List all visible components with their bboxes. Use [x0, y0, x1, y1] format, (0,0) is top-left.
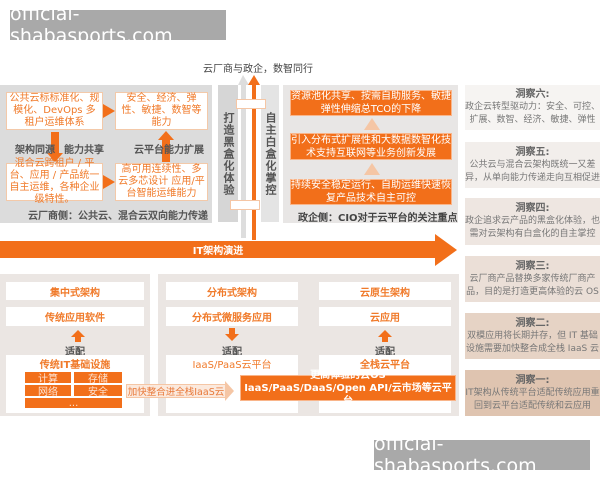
- insight-title: 洞察六:: [515, 89, 550, 100]
- merge-arrow-head: [225, 381, 234, 401]
- distributed-arch: 分布式架构: [166, 282, 298, 300]
- orange-up-arrow: [252, 85, 256, 240]
- full-stack-platform: 全栈云平台: [360, 360, 410, 371]
- gov-caption: 政企侧：CIO对于云平台的关注重点: [298, 213, 458, 224]
- insight-text: 公共云与混合云架构既统一又差异，从单向能力传递走向互相促进: [465, 159, 600, 183]
- arrow-right-icon: [103, 175, 115, 189]
- vendor-box-ha: 高可用连续性、多云多芯设计 应用/平台智能运维能力: [115, 163, 208, 201]
- iaas-paas-platform: IaaS/PaaS云平台: [192, 360, 272, 371]
- it-evolution-arrow: IT架构演进: [0, 241, 436, 258]
- gov-focus-item: 资源池化共享、按需自助服务、敏捷弹性伸缩总TCO的下降: [290, 90, 452, 116]
- network-cell: 网络: [25, 385, 71, 398]
- whitebox-column: 自主白盒化掌控: [261, 85, 279, 222]
- label-platform-expand: 云平台能力扩展: [134, 145, 204, 156]
- insight-text: 政企云转型驱动力：安全、可控、扩展、数智、经济、敏捷、弹性: [465, 102, 600, 125]
- insight-title: 洞察三:: [515, 260, 550, 272]
- hollow-up-arrow-icon: [364, 118, 380, 130]
- compute-cell: 计算: [25, 372, 71, 385]
- right-hollow-arrow: [230, 200, 260, 210]
- left-hollow-arrow: [236, 99, 266, 109]
- blackbox-label: 打造黑盒化体验: [222, 111, 235, 196]
- arrow-up-icon: [71, 330, 85, 337]
- watermark-bottom: official-shabasports.com: [374, 433, 590, 477]
- top-label: 云厂商与政企，数智同行: [203, 64, 313, 75]
- security-cell: 安全: [74, 385, 122, 398]
- insight-card: 洞察二:双模应用将长期并存，但 IT 基础设施需要加快整合成全栈 IaaS 云: [465, 313, 600, 359]
- watermark-top: official-shabasports.com: [10, 3, 226, 47]
- insight-text: 政企追求云产品的黑盒化体验，也需对云架构有白盒化的自主掌控: [465, 216, 600, 239]
- label-arch-same: 架构同源: [15, 145, 55, 156]
- insight-text: 双模应用将长期并存，但 IT 基础设施需要加快整合成全栈 IaaS 云: [465, 330, 600, 354]
- insight-card: 洞察五:公共云与混合云架构既统一又差异，从单向能力传递走向互相促进: [465, 142, 600, 188]
- gray-up-arrow-head: [238, 75, 249, 85]
- insight-title: 洞察二:: [515, 317, 550, 329]
- insight-title: 洞察四:: [515, 203, 550, 214]
- adapt-label: 适配: [375, 347, 395, 358]
- vendor-caption: 云厂商侧：公共云、混合云双向能力传递: [28, 211, 208, 222]
- traditional-app: 传统应用软件: [6, 307, 144, 326]
- cloud-os-title: 更高体验的云OS: [310, 369, 386, 381]
- arrow-up-icon: [75, 336, 81, 342]
- arrow-up-icon-head: [158, 131, 174, 140]
- arrow-up-icon: [382, 336, 388, 342]
- arrow-right-icon: [103, 104, 115, 118]
- gov-focus-item: 引入分布式扩展性和大数据数智化技术支持互联网等业务创新发展: [290, 133, 452, 160]
- adapt-label: 适配: [222, 347, 242, 358]
- it-evolution-label: IT架构演进: [192, 246, 244, 257]
- vendor-box-capabilities: 安全、经济、弹性、敏捷、数智等能力: [115, 92, 208, 130]
- insight-card: 洞察三:云厂商产品替换多家传统厂商产品，目的是打造更高体验的云 OS: [465, 256, 600, 302]
- arrow-down-icon: [229, 328, 235, 334]
- adapt-label: 适配: [65, 347, 85, 358]
- cloud-os-subtitle: IaaS/PaaS/DaaS/Open API/云市场等云平台: [244, 382, 452, 407]
- vendor-box-public-cloud: 公共云标标准化、规模化、DevOps 多租户运维体系: [6, 92, 103, 130]
- gov-focus-item: 持续安全稳定运行、自助运维快速恢复产品技术自主可控: [290, 179, 452, 205]
- vendor-box-hybrid-cloud: 混合云跨租户 / 平台、应用 / 产品统一自主运维，各种企业级特性。: [6, 158, 103, 205]
- blackbox-column: 打造黑盒化体验: [218, 85, 238, 222]
- cloud-app: 云应用: [319, 307, 451, 326]
- traditional-infra: 传统IT基础设施: [39, 360, 111, 371]
- hollow-up-arrow-icon: [364, 163, 380, 175]
- arrow-down-icon: [225, 334, 239, 341]
- cloud-native-arch: 云原生架构: [319, 282, 451, 300]
- more-cell: ...: [25, 398, 122, 409]
- insight-title: 洞察一:: [515, 374, 550, 386]
- it-evolution-arrow-head: [435, 234, 457, 266]
- insight-card: 洞察一:IT架构从传统平台适配传统应用重回到云平台适配传统和云应用: [465, 370, 600, 416]
- insight-card: 洞察六: 政企云转型驱动力：安全、可控、扩展、数智、经济、敏捷、弹性: [465, 85, 600, 130]
- insight-text: 云厂商产品替换多家传统厂商产品，目的是打造更高体验的云 OS: [466, 273, 599, 297]
- merge-arrow-label: 加快整合进全栈IaaS云: [127, 387, 225, 398]
- cloud-os-box: 更高体验的云OS IaaS/PaaS/DaaS/Open API/云市场等云平台: [240, 370, 456, 407]
- gray-up-arrow: [241, 85, 246, 238]
- arrow-down-icon: [51, 132, 59, 154]
- insight-title: 洞察五:: [515, 146, 550, 158]
- whitebox-label: 自主白盒化掌控: [264, 111, 277, 196]
- insight-card: 洞察四: 政企追求云产品的黑盒化体验，也需对云架构有白盒化的自主掌控: [465, 198, 600, 245]
- microservice-app: 分布式微服务应用: [166, 307, 298, 326]
- label-capability-share: 能力共享: [64, 145, 104, 156]
- insight-text: IT架构从传统平台适配传统应用重回到云平台适配传统和云应用: [465, 387, 600, 411]
- arrow-up-icon: [162, 140, 170, 162]
- arrow-up-icon: [378, 330, 392, 337]
- storage-cell: 存储: [74, 372, 122, 385]
- merge-arrow: 加快整合进全栈IaaS云: [126, 384, 226, 398]
- arrow-down-icon-head: [47, 153, 63, 162]
- centralized-arch: 集中式架构: [6, 282, 144, 300]
- orange-up-arrow-head: [248, 75, 260, 85]
